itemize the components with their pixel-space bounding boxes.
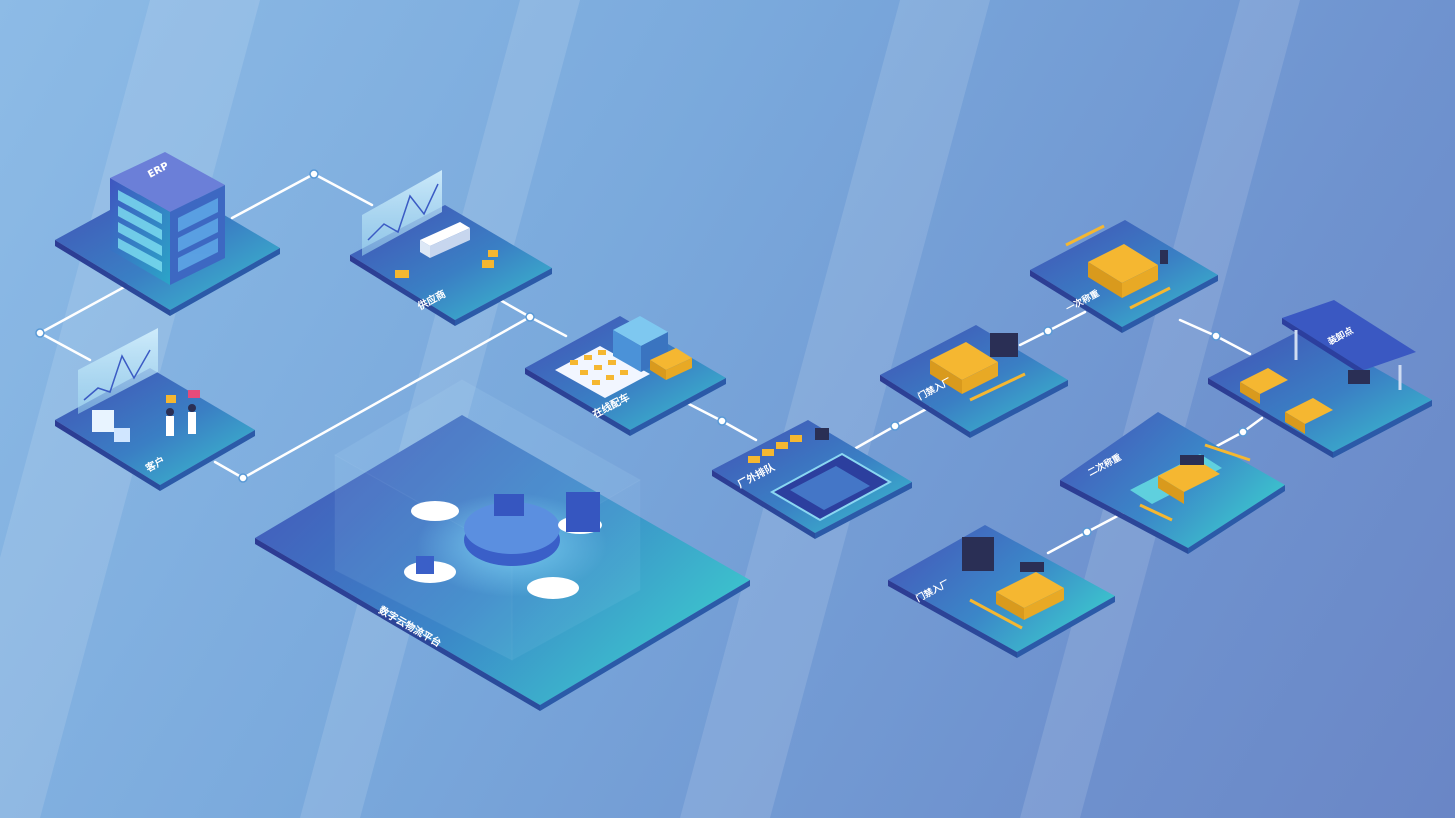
weigh1-node: 一次称重 [1030, 220, 1218, 333]
gate-out-node: 门禁入厂 [888, 525, 1115, 658]
supplier-chart-panel [362, 170, 442, 256]
dispatch-node: 在线配车 [525, 316, 726, 436]
gate-in-node: 门禁入厂 [880, 325, 1068, 438]
gate-out-display [962, 537, 994, 571]
customer-node: 客户 [55, 328, 255, 491]
connector-dots [35, 169, 1248, 537]
queue-node: 厂外排队 [712, 420, 912, 539]
connector-erp-supplier [230, 172, 374, 220]
supplier-node: 供应商 [350, 170, 552, 326]
connector-gate-weigh1 [1018, 310, 1087, 347]
load-station-node: 装卸点 [1208, 300, 1432, 458]
erp-node: ERP [55, 152, 280, 316]
chart-panel [78, 328, 158, 414]
weigh2-node: 二次称重 [1060, 412, 1285, 554]
